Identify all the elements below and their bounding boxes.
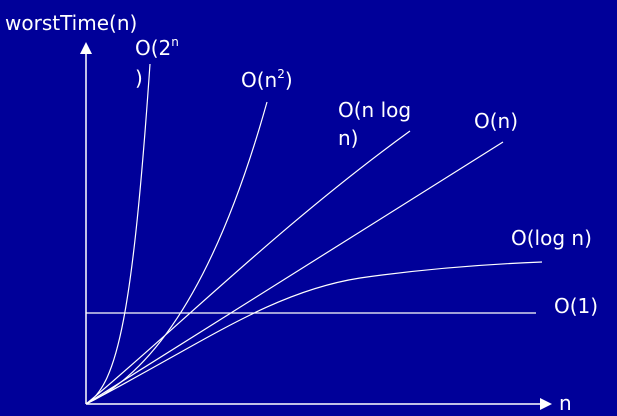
label-exp-line1: O(2 xyxy=(135,36,172,60)
label-exp-close: ) xyxy=(135,66,143,90)
label-nlogn-line1: O(n log xyxy=(338,98,412,122)
label-quadratic-close: ) xyxy=(284,68,293,92)
label-log: O(log n) xyxy=(511,226,592,250)
y-axis-label: worstTime(n) xyxy=(5,11,138,35)
curve-log xyxy=(85,261,543,405)
curve-linear xyxy=(85,141,504,405)
label-exp-sup: n xyxy=(171,35,179,49)
label-nlogn-line2: n) xyxy=(338,126,359,150)
label-quadratic-text: O(n xyxy=(241,68,278,92)
label-exp: O(2n xyxy=(135,35,179,63)
label-quadratic-sup: 2 xyxy=(277,67,285,81)
label-quadratic: O(n2) xyxy=(241,67,293,95)
label-constant: O(1) xyxy=(554,294,599,318)
label-linear: O(n) xyxy=(474,109,519,133)
curve-quadratic xyxy=(85,101,268,405)
curve-exp xyxy=(85,63,151,405)
x-axis-label: n xyxy=(559,391,572,415)
curve-nlogn xyxy=(85,130,411,405)
